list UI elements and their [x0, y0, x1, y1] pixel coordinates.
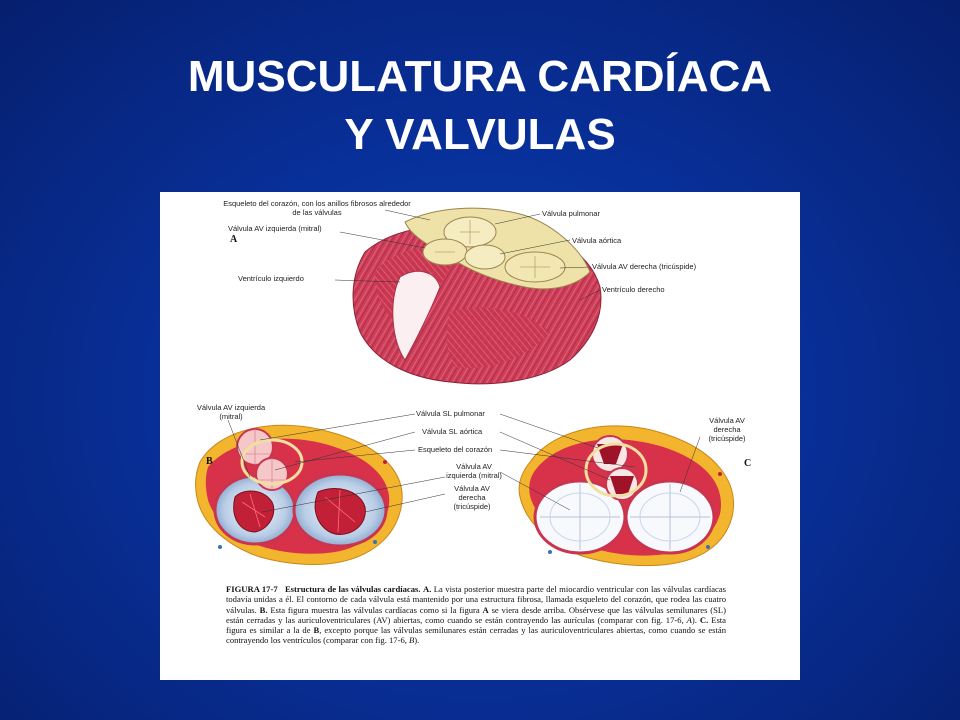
heart-illustration — [195, 207, 734, 567]
label-right-av-center: Válvula AV derecha (tricúspide) — [453, 484, 491, 511]
caption-c-fig-ref: B — [409, 635, 415, 646]
label-sl-aortic: Válvula SL aórtica — [422, 427, 483, 436]
label-left-av-center: Válvula AV izquierda (mitral) — [446, 462, 502, 480]
label-a-right-av: Válvula AV derecha (tricúspide) — [592, 262, 697, 271]
label-a-pulmonary: Válvula pulmonar — [542, 209, 600, 218]
caption-c-text-2: , excepto porque las válvulas semilunare… — [226, 625, 727, 646]
label-a-skeleton: Esqueleto del corazón, con los anillos f… — [223, 199, 411, 217]
aortic-valve-shape — [464, 244, 506, 270]
caption-a-text: La vista posterior muestra parte del mio… — [226, 584, 726, 615]
caption-figure-number: FIGURA 17-7 — [226, 584, 278, 594]
caption-title: Estructura de las válvulas cardíacas. — [284, 584, 421, 594]
slide-title: MUSCULATURA CARDÍACA Y VALVULAS — [0, 48, 960, 164]
label-a-left-av: Válvula AV izquierda (mitral) — [228, 224, 322, 233]
label-a-left-ventricle: Ventrículo izquierdo — [238, 274, 304, 283]
caption-b-fig-ref: A — [686, 614, 692, 625]
caption-b-text-1: Esta figura muestra las válvulas cardíac… — [270, 604, 480, 615]
caption-c-ref: B — [313, 625, 320, 636]
label-sl-pulmonary: Válvula SL pulmonar — [416, 409, 485, 418]
caption-c-text-3: ). — [414, 635, 420, 646]
caption-b-letter: B. — [259, 604, 268, 615]
label-a-right-ventricle: Ventrículo derecho — [602, 285, 665, 294]
caption-a-letter: A. — [422, 584, 432, 594]
caption-b-text-2: se viera desde arriba. Obsérvese que las… — [226, 604, 727, 625]
panel-a-letter: A — [230, 234, 238, 245]
figure-caption: FIGURA 17-7 Estructura de las válvulas c… — [226, 584, 726, 646]
panel-c-heart — [518, 425, 734, 567]
slide-title-line-2: Y VALVULAS — [344, 110, 616, 159]
panel-b-letter: B — [206, 456, 213, 467]
caption-b-text-3: ). — [691, 614, 697, 625]
panel-c-letter: C — [744, 458, 752, 469]
caption-c-text-1: Esta figura es similar a la de — [226, 614, 726, 636]
caption-b-ref: A — [482, 604, 489, 615]
label-b-left-av: Válvula AV izquierda (mitral) — [196, 403, 266, 421]
label-a-aortic: Válvula aórtica — [572, 236, 622, 245]
label-skeleton-center: Esqueleto del corazón — [418, 445, 493, 454]
label-c-right-av: Válvula AV derecha (tricúspide) — [708, 416, 746, 443]
caption-c-letter: C. — [699, 614, 709, 625]
figure-panel: Esqueleto del corazón, con los anillos f… — [160, 192, 800, 680]
panel-a-heart — [334, 207, 602, 385]
slide-title-line-1: MUSCULATURA CARDÍACA — [187, 52, 773, 101]
panel-b-heart — [195, 424, 403, 565]
